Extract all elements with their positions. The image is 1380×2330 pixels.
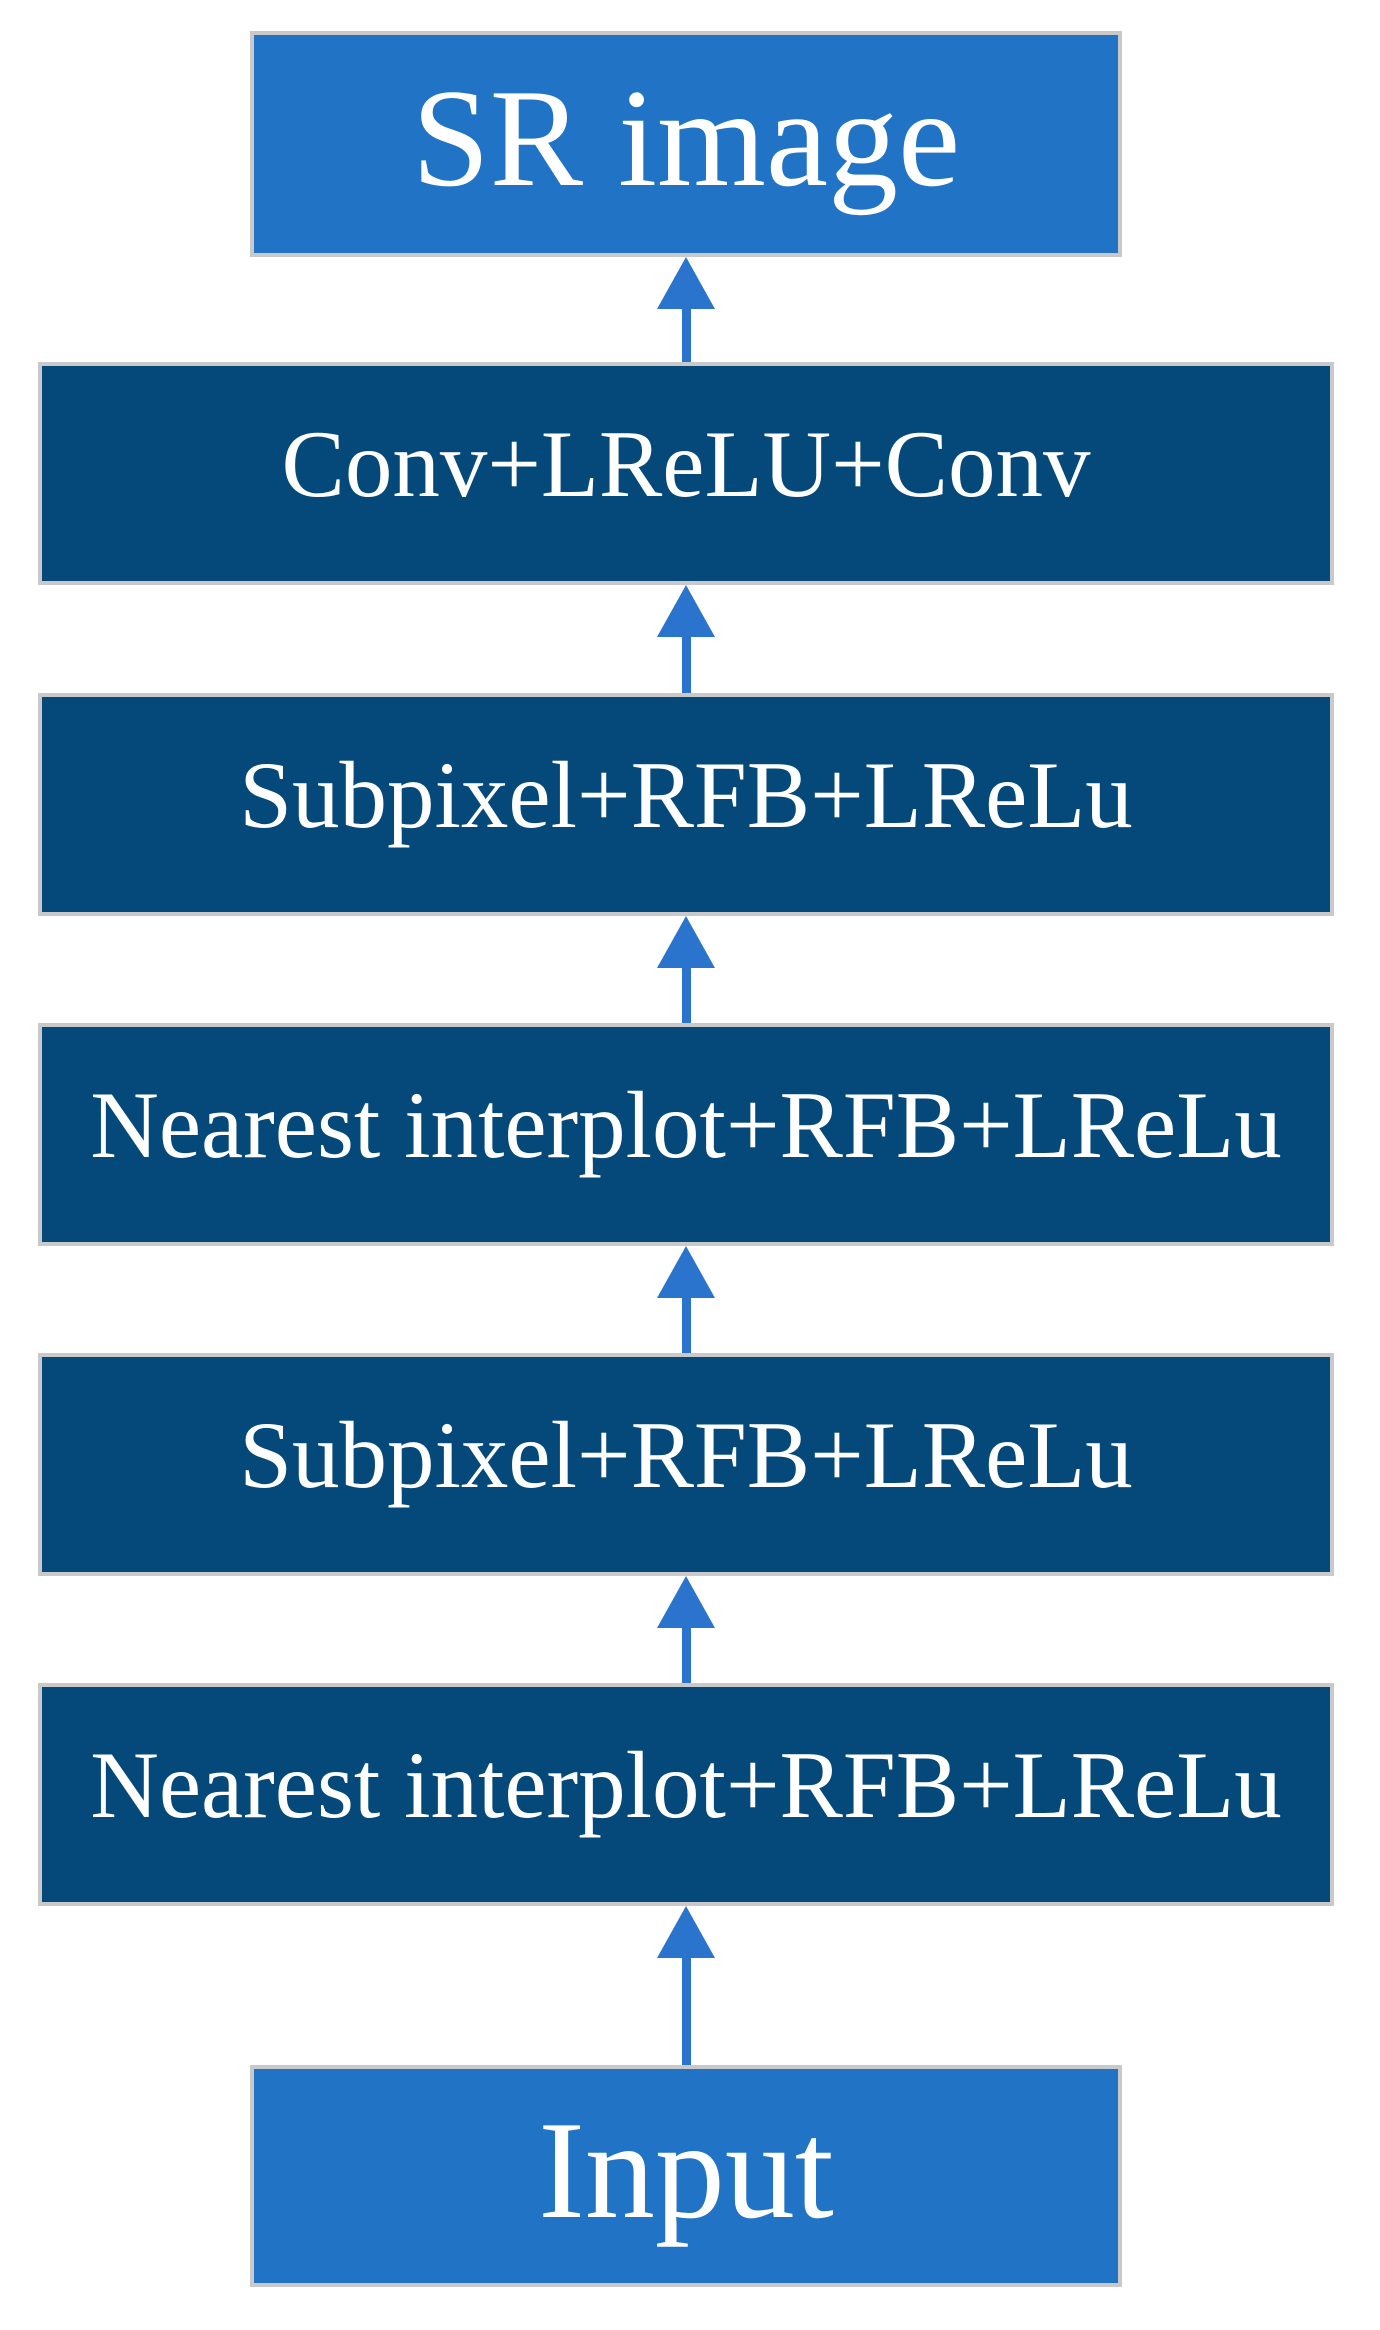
arrow-head (657, 1576, 715, 1628)
node-conv-lrelu-conv-label: Conv+LReLU+Conv (281, 410, 1091, 517)
node-subpixel-rfb-lrelu-lower: Subpixel+RFB+LReLu (38, 1353, 1334, 1576)
node-input: Input (250, 2065, 1122, 2287)
arrow-stem (681, 1958, 691, 2065)
node-conv-lrelu-conv: Conv+LReLU+Conv (38, 362, 1334, 585)
flow-arrow-up-icon (656, 1246, 716, 1353)
arrow-head (657, 585, 715, 637)
node-nearest-interplot-rfb-lrelu-lower: Nearest interplot+RFB+LReLu (38, 1683, 1334, 1906)
node-sr-image-label: SR image (411, 60, 961, 216)
node-subpixel-rfb-lrelu-lower-label: Subpixel+RFB+LReLu (239, 1401, 1133, 1508)
arrow-stem (681, 968, 691, 1023)
arrow-head (657, 916, 715, 968)
arrow-head (657, 257, 715, 309)
arrow-head (657, 1906, 715, 1958)
arrow-stem (681, 637, 691, 693)
node-input-label: Input (538, 2092, 834, 2248)
node-sr-image: SR image (250, 31, 1122, 257)
arrow-stem (681, 309, 691, 362)
flow-arrow-up-icon (656, 916, 716, 1023)
node-nearest-interplot-rfb-lrelu-upper: Nearest interplot+RFB+LReLu (38, 1023, 1334, 1246)
node-nearest-interplot-rfb-lrelu-upper-label: Nearest interplot+RFB+LReLu (90, 1071, 1282, 1178)
arrow-stem (681, 1298, 691, 1353)
arrow-head (657, 1246, 715, 1298)
flow-arrow-up-icon (656, 585, 716, 693)
node-subpixel-rfb-lrelu-upper: Subpixel+RFB+LReLu (38, 693, 1334, 916)
arrow-stem (681, 1628, 691, 1683)
node-nearest-interplot-rfb-lrelu-lower-label: Nearest interplot+RFB+LReLu (90, 1731, 1282, 1838)
node-subpixel-rfb-lrelu-upper-label: Subpixel+RFB+LReLu (239, 741, 1133, 848)
flow-arrow-up-icon (656, 1576, 716, 1683)
flow-arrow-up-icon (656, 257, 716, 362)
flow-arrow-up-icon (656, 1906, 716, 2065)
